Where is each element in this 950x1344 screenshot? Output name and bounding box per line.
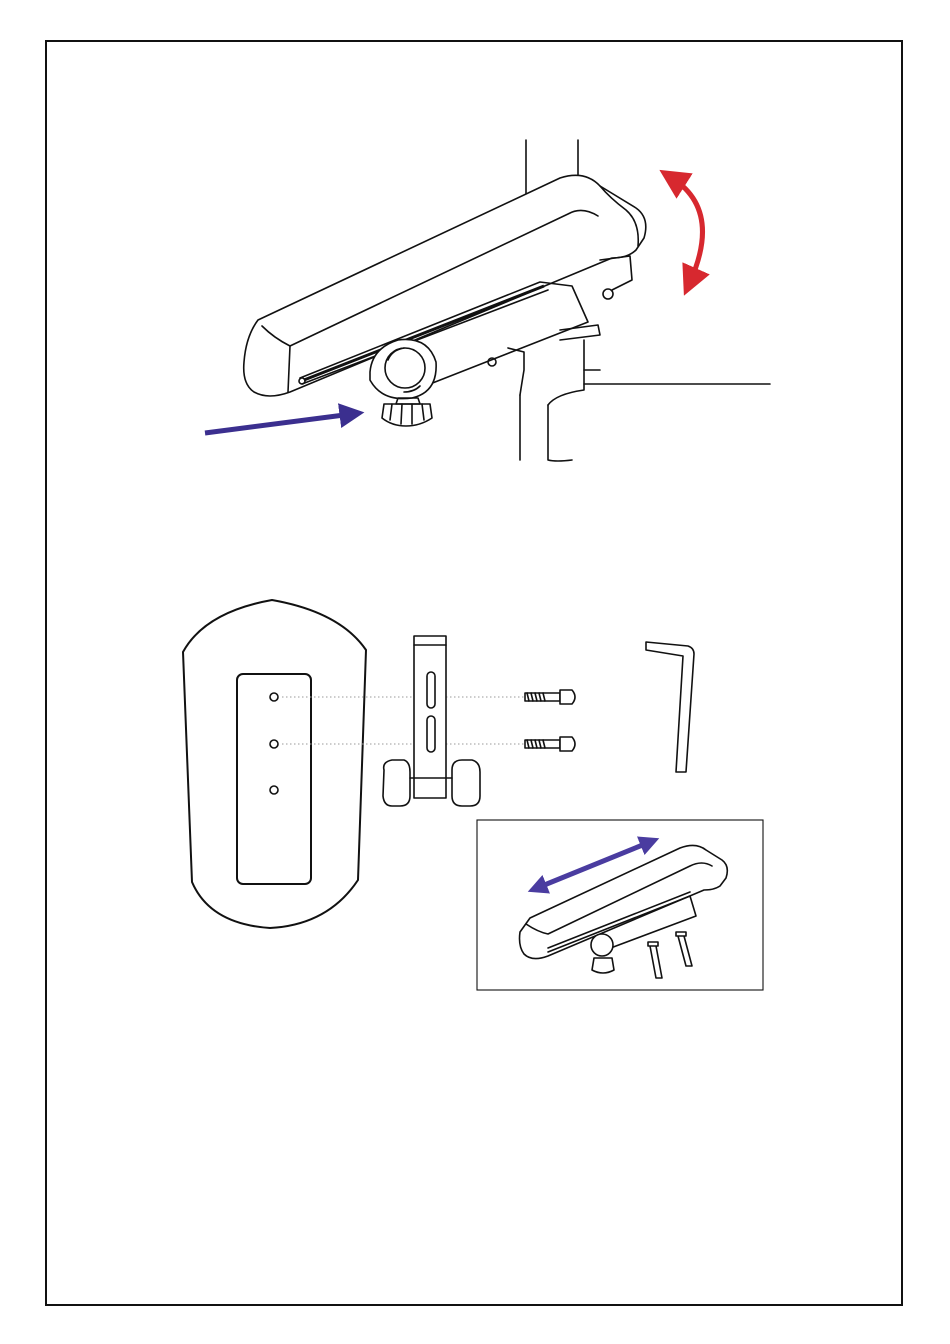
rotate-arrow-icon — [672, 178, 702, 282]
adjust-knob-icon — [592, 958, 614, 973]
armrest-pad-top-view — [183, 600, 366, 928]
adjust-knob-icon — [382, 398, 432, 426]
top-armrest-assembly — [205, 140, 770, 461]
mount-hole — [270, 740, 278, 748]
hex-key-icon — [646, 642, 694, 772]
mount-hole — [270, 693, 278, 701]
alignment-guides — [282, 697, 525, 744]
armrest-pad — [244, 175, 646, 396]
pointer-arrow-icon — [205, 414, 352, 433]
mount-hole — [270, 786, 278, 794]
screw-icon — [525, 737, 575, 751]
chair-frame — [508, 325, 770, 461]
screw-icon — [525, 690, 575, 704]
inset-slide-adjustment — [477, 820, 763, 990]
mounting-bracket — [383, 636, 480, 806]
